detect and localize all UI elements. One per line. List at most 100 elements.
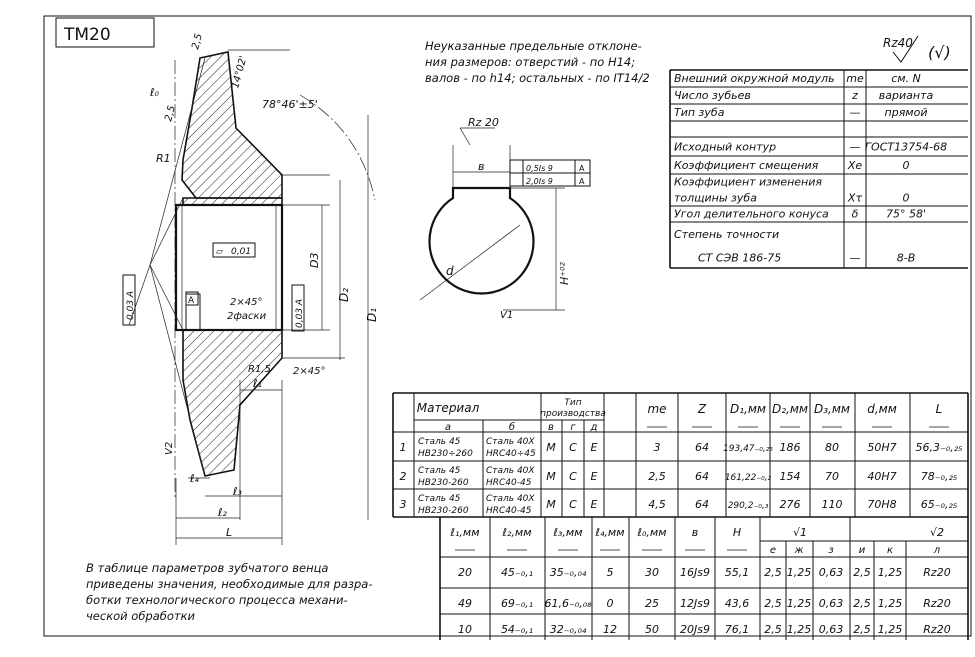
variant-sub-header: в (548, 422, 554, 433)
dims-col-header: ℓ₂,мм (501, 526, 531, 539)
key-v1: V1 (500, 310, 513, 321)
variant-material-b: Сталь 40Х (486, 494, 535, 504)
gear-param-value: 75° 58' (886, 208, 926, 221)
gear-param-symbol: z (851, 89, 858, 102)
dims-sub-header: ж (793, 545, 803, 556)
variant-col-header: D₃,мм (814, 402, 850, 416)
variant-sub-header: а (445, 422, 451, 433)
dims-value: 1,25 (787, 597, 812, 610)
variant-value: 80 (825, 441, 839, 454)
variant-type-v: М (546, 498, 556, 511)
variant-sub-header: д (590, 422, 598, 433)
keyway-view (419, 127, 591, 311)
variant-type-d: Е (591, 470, 598, 483)
variant-value: 154 (780, 470, 801, 483)
dims-value: 30 (645, 566, 659, 579)
gear-param-symbol: me (846, 72, 864, 85)
variant-type-v: М (546, 470, 556, 483)
variant-value: 276 (780, 498, 801, 511)
gear-param-value: 0 (903, 192, 910, 205)
key-d: d (446, 264, 454, 278)
gear-param-value: прямой (885, 106, 928, 119)
variant-material-a: НВ230-260 (418, 478, 469, 488)
dims-value: 49 (458, 597, 472, 610)
variant-col-header: L (936, 402, 943, 416)
variant-value: 2,5 (648, 470, 666, 483)
dims-col-header: Н (733, 526, 741, 539)
dims-value: 0,63 (819, 566, 844, 579)
dims-value: 10 (458, 623, 472, 636)
dims-value: 54₋₀,₁ (501, 623, 533, 636)
dims-value: 61,6₋₀,₀₈ (544, 597, 592, 610)
dims-value: Rz20 (923, 597, 950, 610)
dims-value: 2,5 (764, 566, 782, 579)
dims-value: 76,1 (725, 623, 750, 636)
gear-param-symbol: — (850, 141, 861, 154)
gear-param-name: Внешний окружной модуль (674, 72, 835, 85)
label-l3: ℓ₃ (232, 485, 243, 498)
runout-left: 0,03 A (126, 291, 136, 320)
sheet-frame (43, 15, 972, 637)
variant-value: 64 (695, 441, 709, 454)
label-r1: R1 (156, 152, 171, 165)
dims-value: 0 (607, 597, 614, 610)
dims-col-header: √2 (930, 526, 944, 539)
dims-sub-header: и (859, 545, 866, 556)
dims-col-header: ℓ₄,мм (594, 526, 624, 539)
label-d1: D₁ (365, 308, 379, 322)
variant-material-a: Сталь 45 (418, 466, 461, 476)
dims-value: 12Js9 (680, 597, 710, 610)
gear-param-value: 0 (903, 159, 910, 172)
variant-type-d: Е (591, 441, 598, 454)
label-angle-top: 14°02' (230, 55, 249, 90)
gear-param-name: Тип зуба (674, 106, 725, 119)
prod-type-header-2: производства (540, 409, 606, 419)
variant-value: 290,2₋₀,₃ (728, 501, 769, 511)
key-tol-2: 2,0Is 9 (526, 177, 553, 186)
variant-value: 70 (825, 470, 839, 483)
dims-col-header: ℓ₃,мм (552, 526, 582, 539)
roughness-symbol: Rz40 (√) (883, 35, 951, 63)
dims-value: 2,5 (853, 597, 871, 610)
dims-value: 2,5 (853, 623, 871, 636)
bottom-note-4: ческой обработки (86, 609, 196, 623)
flatness-symbol: ⏥ (216, 247, 223, 257)
gear-param-name: Исходный контур (674, 141, 776, 154)
title-code: ТМ20 (63, 25, 111, 45)
material-header: Материал (417, 401, 480, 415)
dims-value: 2,5 (764, 623, 782, 636)
bottom-note-2: приведены значения, необходимые для разр… (86, 577, 373, 591)
dims-value: 12 (603, 623, 617, 636)
variant-material-a: НВ230÷260 (418, 449, 473, 459)
variant-value: 56,3₋₀,₂₅ (915, 441, 962, 454)
variant-value: 64 (695, 498, 709, 511)
dims-value: Rz20 (923, 623, 950, 636)
dims-value: 0,63 (819, 623, 844, 636)
key-b: в (478, 160, 484, 173)
bottom-note-3: ботки технологического процесса механи- (86, 593, 348, 607)
dims-value: 1,25 (878, 597, 903, 610)
label-d3: D3 (308, 253, 321, 268)
title-box (55, 17, 155, 48)
dims-sub-header: к (887, 545, 893, 556)
dims-col-header: ℓ₀,мм (636, 526, 666, 539)
dims-value: 45₋₀,₁ (501, 566, 533, 579)
flatness-tol: 0,01 (231, 247, 251, 257)
dims-value: 35₋₀,₀₄ (550, 566, 587, 579)
gear-param-value: варианта (879, 89, 934, 102)
dims-value: 20 (458, 566, 472, 579)
variant-material-b: HRC40÷45 (486, 449, 536, 459)
variant-type-g: С (569, 441, 577, 454)
bottom-note-1: В таблице параметров зубчатого венца (86, 561, 328, 575)
variant-col-header: D₂,мм (772, 402, 808, 416)
gear-param-name: Угол делительного конуса (674, 208, 829, 221)
gear-param-symbol: — (850, 251, 861, 264)
gear-param-name: толщины зуба (674, 192, 757, 205)
dims-value: 16Js9 (680, 566, 710, 579)
gear-param-symbol: Xτ (847, 192, 863, 205)
variant-type-d: Е (591, 498, 598, 511)
gear-param-value: 8-В (897, 251, 916, 264)
variant-sub-header: г (570, 422, 576, 433)
